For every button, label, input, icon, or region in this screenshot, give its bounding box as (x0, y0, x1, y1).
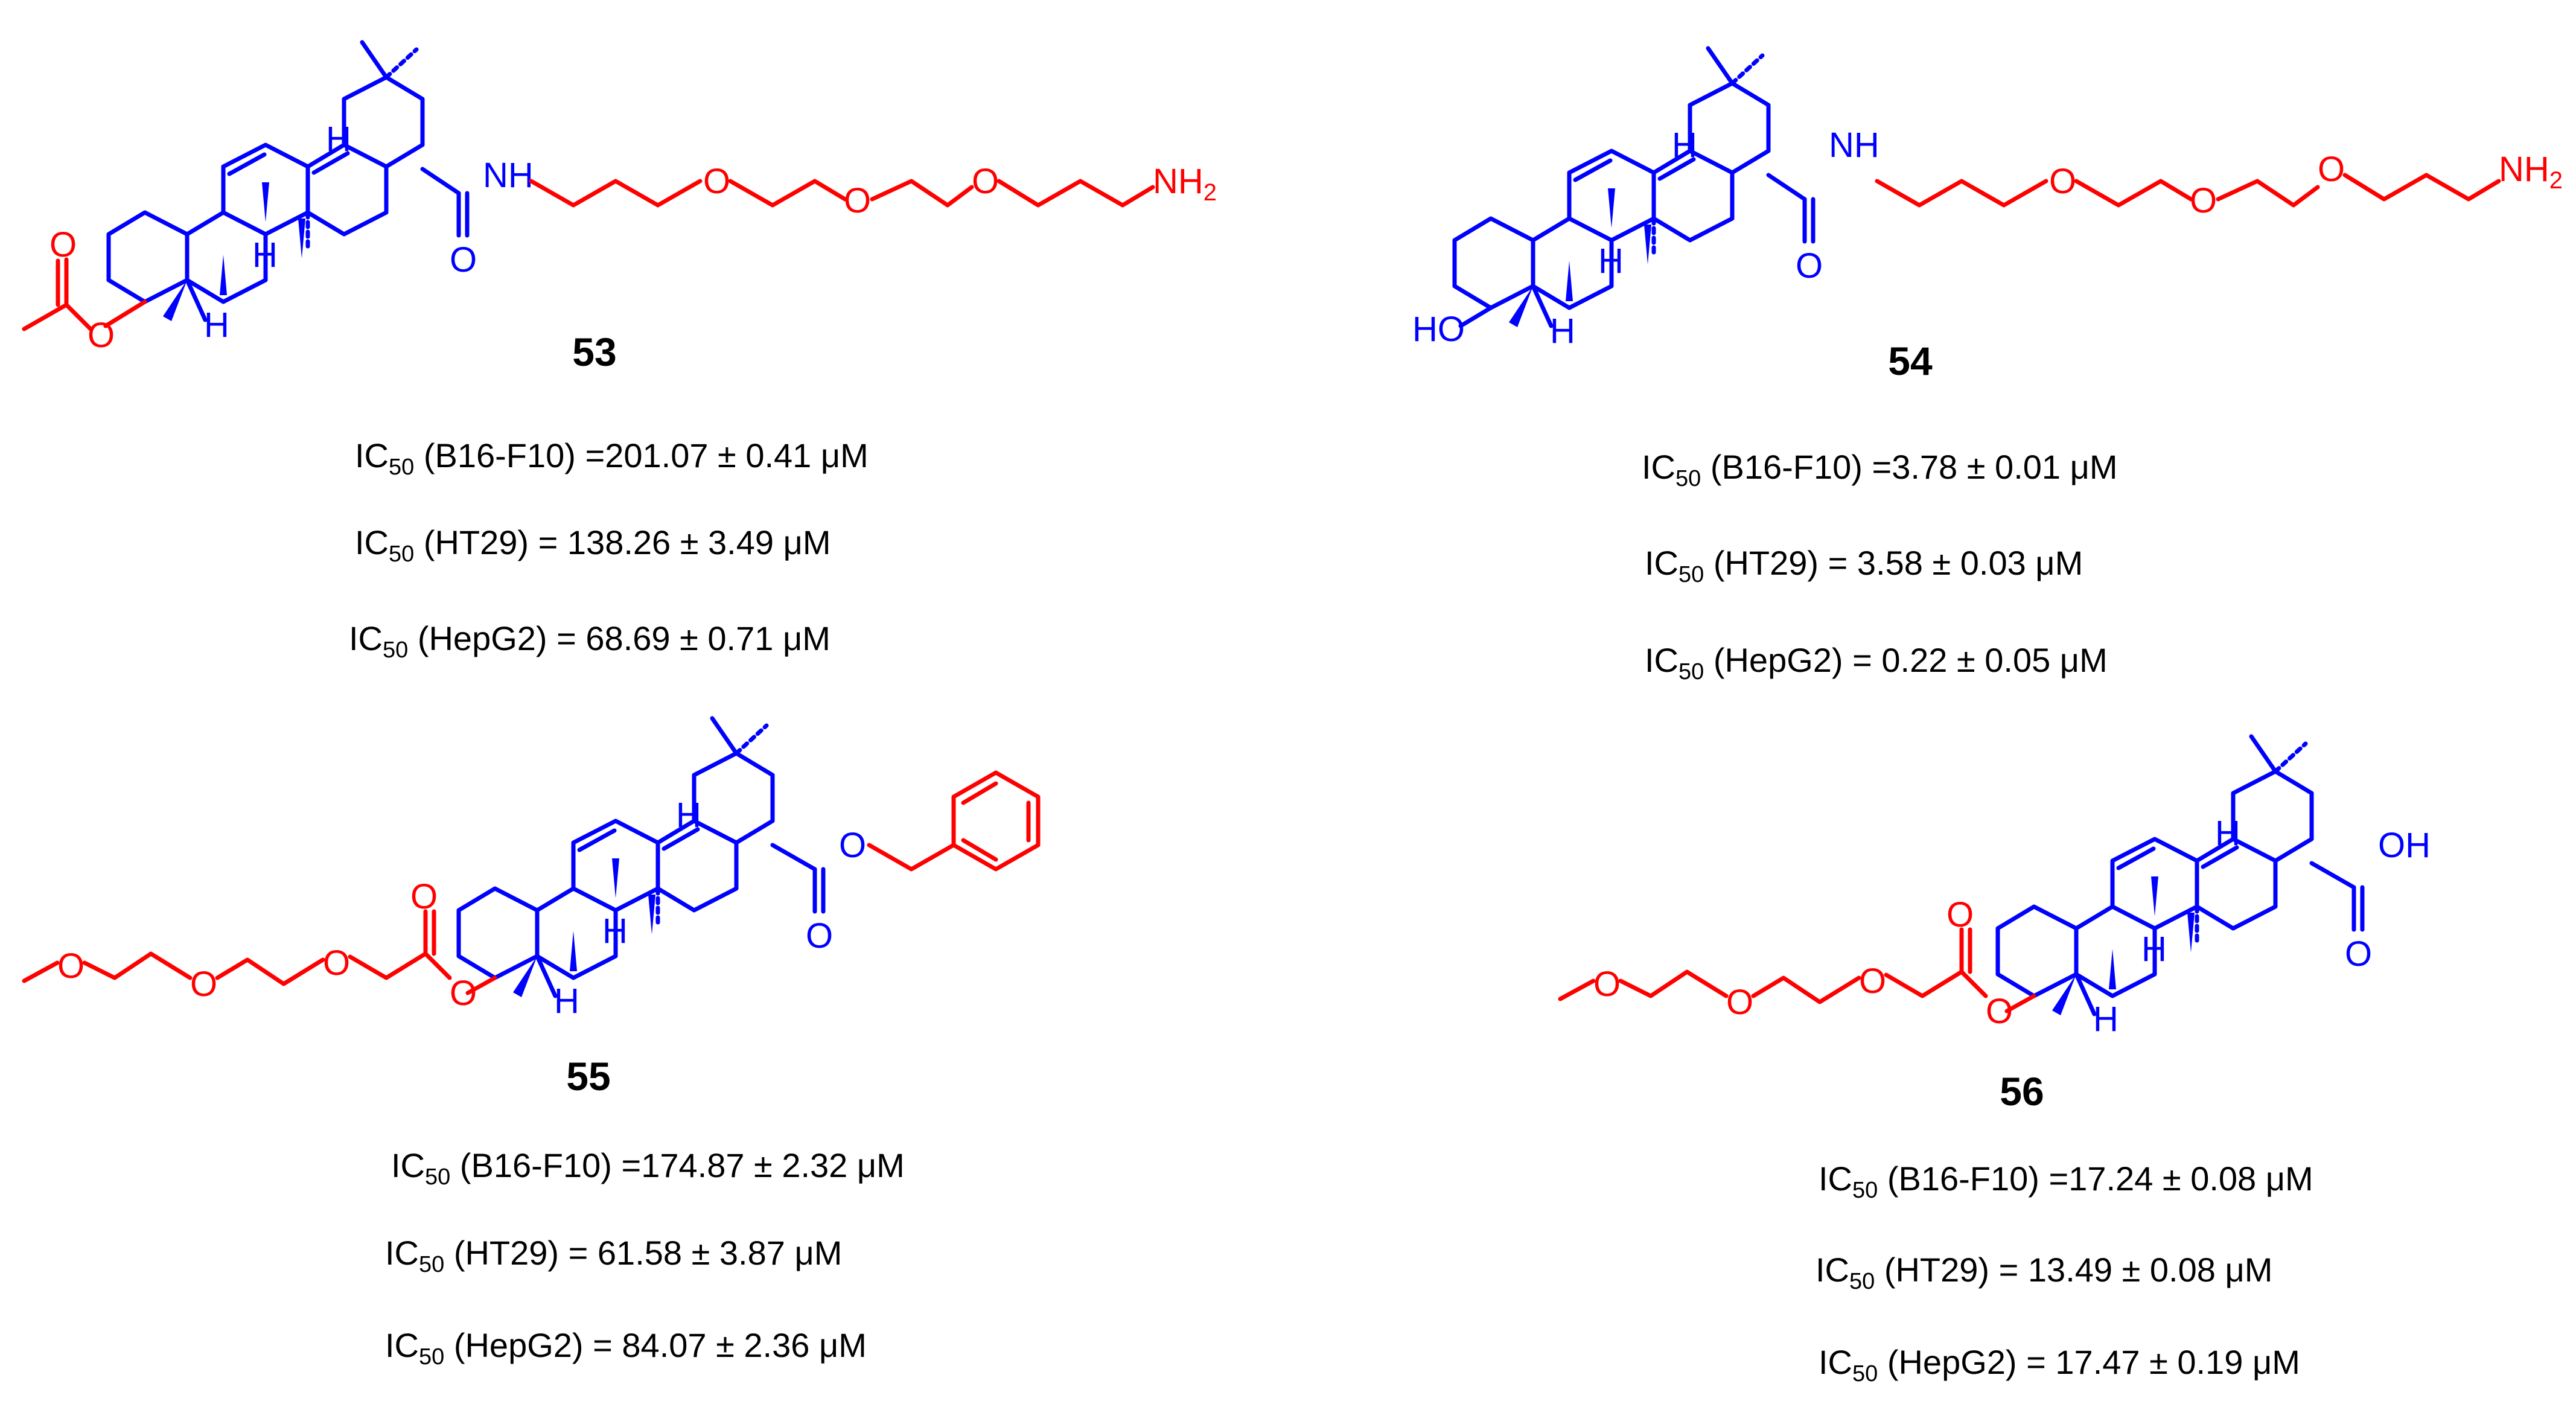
svg-text:O: O (88, 316, 115, 355)
svg-text:O: O (703, 162, 730, 201)
svg-text:O: O (2049, 162, 2076, 201)
activity-line: IC50 (HT29) = 138.26 ± 3.49 μM (355, 523, 831, 567)
compound-label-55: 55 (566, 1054, 611, 1099)
svg-text:NH2: NH2 (1153, 162, 1217, 206)
svg-text:O: O (1726, 983, 1753, 1022)
structure-53: O O O NH O O O NH2 (22, 42, 1217, 355)
compound-label-56: 56 (2000, 1069, 2044, 1114)
compound-label-53: 53 (572, 330, 617, 374)
activity-line: IC50 (HepG2) = 68.69 ± 0.71 μM (349, 619, 831, 663)
svg-text:O: O (450, 974, 477, 1013)
compound-label-54: 54 (1888, 339, 1933, 383)
activity-line: IC50 (HepG2) = 84.07 ± 2.36 μM (385, 1326, 867, 1370)
activity-line: IC50 (B16-F10) =3.78 ± 0.01 μM (1642, 448, 2118, 491)
activity-line: IC50 (B16-F10) =17.24 ± 0.08 μM (1819, 1160, 2313, 1203)
svg-text:O: O (450, 240, 477, 279)
svg-text:O: O (323, 943, 350, 983)
svg-text:O: O (1859, 962, 1886, 1001)
structure-56: O O O O O O OH (1558, 736, 2431, 1039)
activity-line: IC50 (HepG2) = 0.22 ± 0.05 μM (1645, 641, 2108, 685)
svg-text:NH: NH (1829, 126, 1879, 165)
svg-text:O: O (57, 946, 84, 986)
svg-text:NH: NH (483, 156, 534, 195)
structure-55: O O O O O O O (22, 718, 1041, 1021)
svg-text:OH: OH (2378, 826, 2431, 865)
svg-text:O: O (839, 826, 866, 865)
svg-text:O: O (2190, 181, 2217, 220)
svg-text:O: O (1796, 246, 1823, 286)
svg-text:NH2: NH2 (2499, 150, 2563, 194)
structure-54: HO O NH O O O NH2 (1412, 48, 2563, 351)
svg-text:O: O (410, 877, 438, 916)
svg-text:O: O (2345, 934, 2372, 974)
svg-text:O: O (806, 916, 833, 956)
activity-line: IC50 (B16-F10) =201.07 ± 0.41 μM (355, 436, 869, 480)
svg-text:HO: HO (1412, 310, 1465, 349)
svg-text:O: O (190, 965, 217, 1004)
activity-line: IC50 (HT29) = 3.58 ± 0.03 μM (1645, 544, 2083, 587)
activity-line: IC50 (HT29) = 61.58 ± 3.87 μM (385, 1234, 843, 1277)
svg-text:O: O (1593, 965, 1621, 1004)
svg-text:O: O (1986, 992, 2013, 1031)
svg-text:O: O (49, 225, 77, 264)
activity-line: IC50 (B16-F10) =174.87 ± 2.32 μM (391, 1146, 905, 1190)
activity-line: IC50 (HT29) = 13.49 ± 0.08 μM (1816, 1251, 2273, 1294)
svg-text:O: O (1946, 895, 1974, 934)
svg-text:O: O (2318, 150, 2345, 189)
activity-line: IC50 (HepG2) = 17.47 ± 0.19 μM (1819, 1343, 2300, 1387)
svg-text:O: O (844, 181, 871, 220)
svg-text:O: O (972, 162, 999, 201)
